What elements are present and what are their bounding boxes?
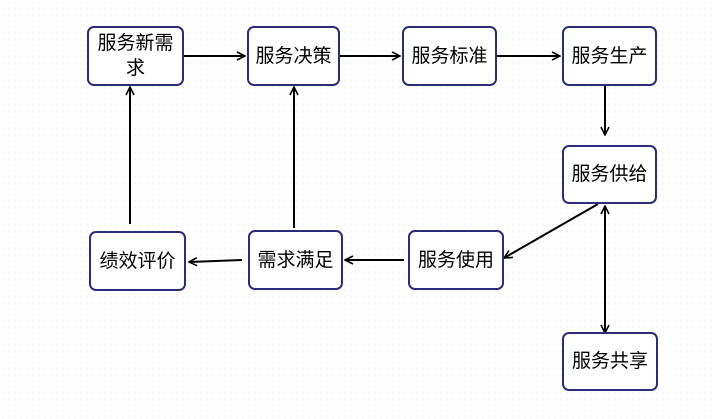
arrow-supply-to-usage (504, 203, 599, 258)
node-usage-label: 服务使用 (417, 248, 494, 271)
node-supply: 服务供给 (562, 145, 657, 204)
node-standard-label: 服务标准 (411, 44, 488, 67)
node-evaluation-label: 绩效评价 (99, 249, 176, 272)
node-usage: 服务使用 (408, 230, 504, 290)
node-new-demand-label: 服务新需求 (97, 32, 174, 79)
node-production: 服务生产 (562, 26, 657, 86)
node-new-demand: 服务新需求 (87, 26, 184, 86)
node-decision: 服务决策 (247, 26, 340, 86)
node-evaluation: 绩效评价 (89, 231, 186, 291)
node-satisfaction-label: 需求满足 (257, 248, 334, 271)
node-satisfaction: 需求满足 (248, 230, 343, 290)
node-sharing: 服务共享 (562, 332, 658, 391)
node-standard: 服务标准 (402, 26, 497, 86)
node-production-label: 服务生产 (571, 44, 648, 67)
arrow-satisfaction-to-evaluation (189, 260, 243, 262)
node-decision-label: 服务决策 (255, 44, 332, 67)
node-sharing-label: 服务共享 (571, 350, 648, 372)
node-supply-label: 服务供给 (571, 163, 648, 185)
